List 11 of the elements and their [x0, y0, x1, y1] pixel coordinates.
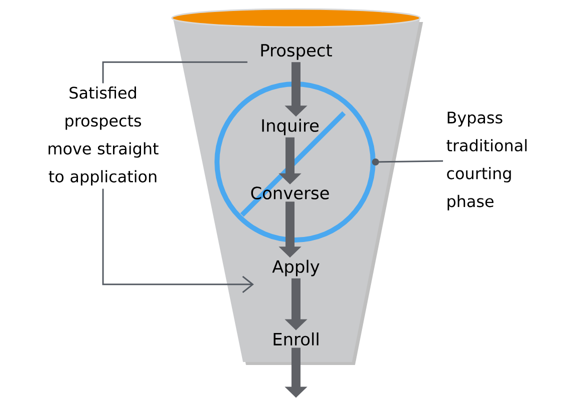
stage-label: Apply: [272, 260, 320, 276]
funnel-drawing: [171, 8, 423, 365]
stage-label: Prospect: [261, 44, 332, 60]
arrow: [102, 188, 254, 293]
stage-label: Enroll: [274, 332, 318, 346]
stage-label: Inquire: [262, 118, 319, 136]
prohibition-sign: [214, 82, 376, 242]
note-text: Bypass traditional courting phase: [446, 112, 527, 210]
leader-line: [372, 158, 444, 166]
note-text: Satisfied prospects move straight to application: [48, 86, 158, 186]
connector-line: [102, 61, 248, 84]
